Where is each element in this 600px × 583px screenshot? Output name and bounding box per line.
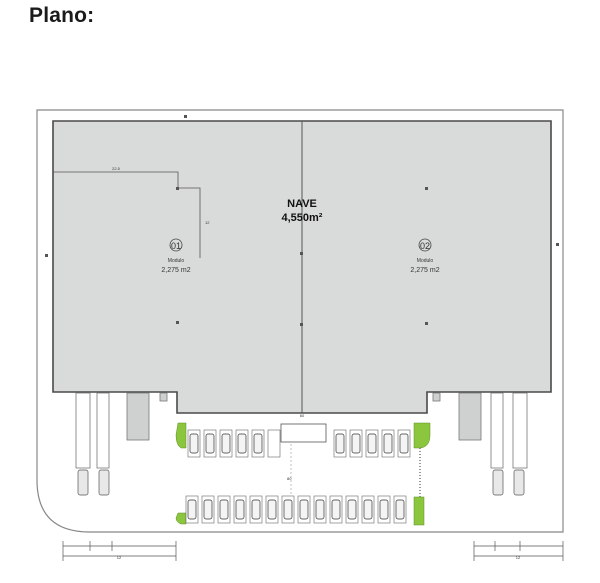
module-01: 01 Modulo 2,275 m2	[161, 238, 191, 274]
svg-text:Modulo: Modulo	[417, 258, 434, 264]
svg-text:02: 02	[420, 241, 430, 251]
page-title: Plano:	[29, 4, 95, 27]
parking-bottom	[185, 495, 407, 524]
svg-text:2,275 m2: 2,275 m2	[410, 267, 439, 274]
bottom-dimensions	[62, 541, 564, 561]
dimension-label: 12	[117, 555, 122, 560]
loading-lanes-right	[432, 392, 528, 469]
truck-icons	[77, 469, 525, 496]
site-boundary	[36, 109, 564, 533]
svg-text:01: 01	[171, 241, 181, 251]
svg-text:Modulo: Modulo	[168, 258, 185, 264]
parking-top-left	[187, 429, 281, 458]
loading-lanes-left	[75, 392, 168, 469]
svg-text:2,275 m2: 2,275 m2	[161, 267, 190, 274]
dimension-label: 80	[287, 476, 292, 481]
nave-label: NAVE	[287, 198, 317, 210]
module-02: 02 Modulo 2,275 m2	[410, 238, 440, 274]
nave-area: 4,550m²	[282, 212, 323, 224]
green-areas	[175, 422, 431, 526]
car-icons	[187, 433, 409, 520]
entrance-gate	[280, 423, 327, 443]
dimension-label: 60	[300, 413, 305, 418]
dimension-label: 12	[516, 555, 521, 560]
dimension-label: 12	[205, 220, 210, 225]
column-markers	[45, 115, 559, 326]
dimension-label: 22.5	[112, 166, 121, 171]
